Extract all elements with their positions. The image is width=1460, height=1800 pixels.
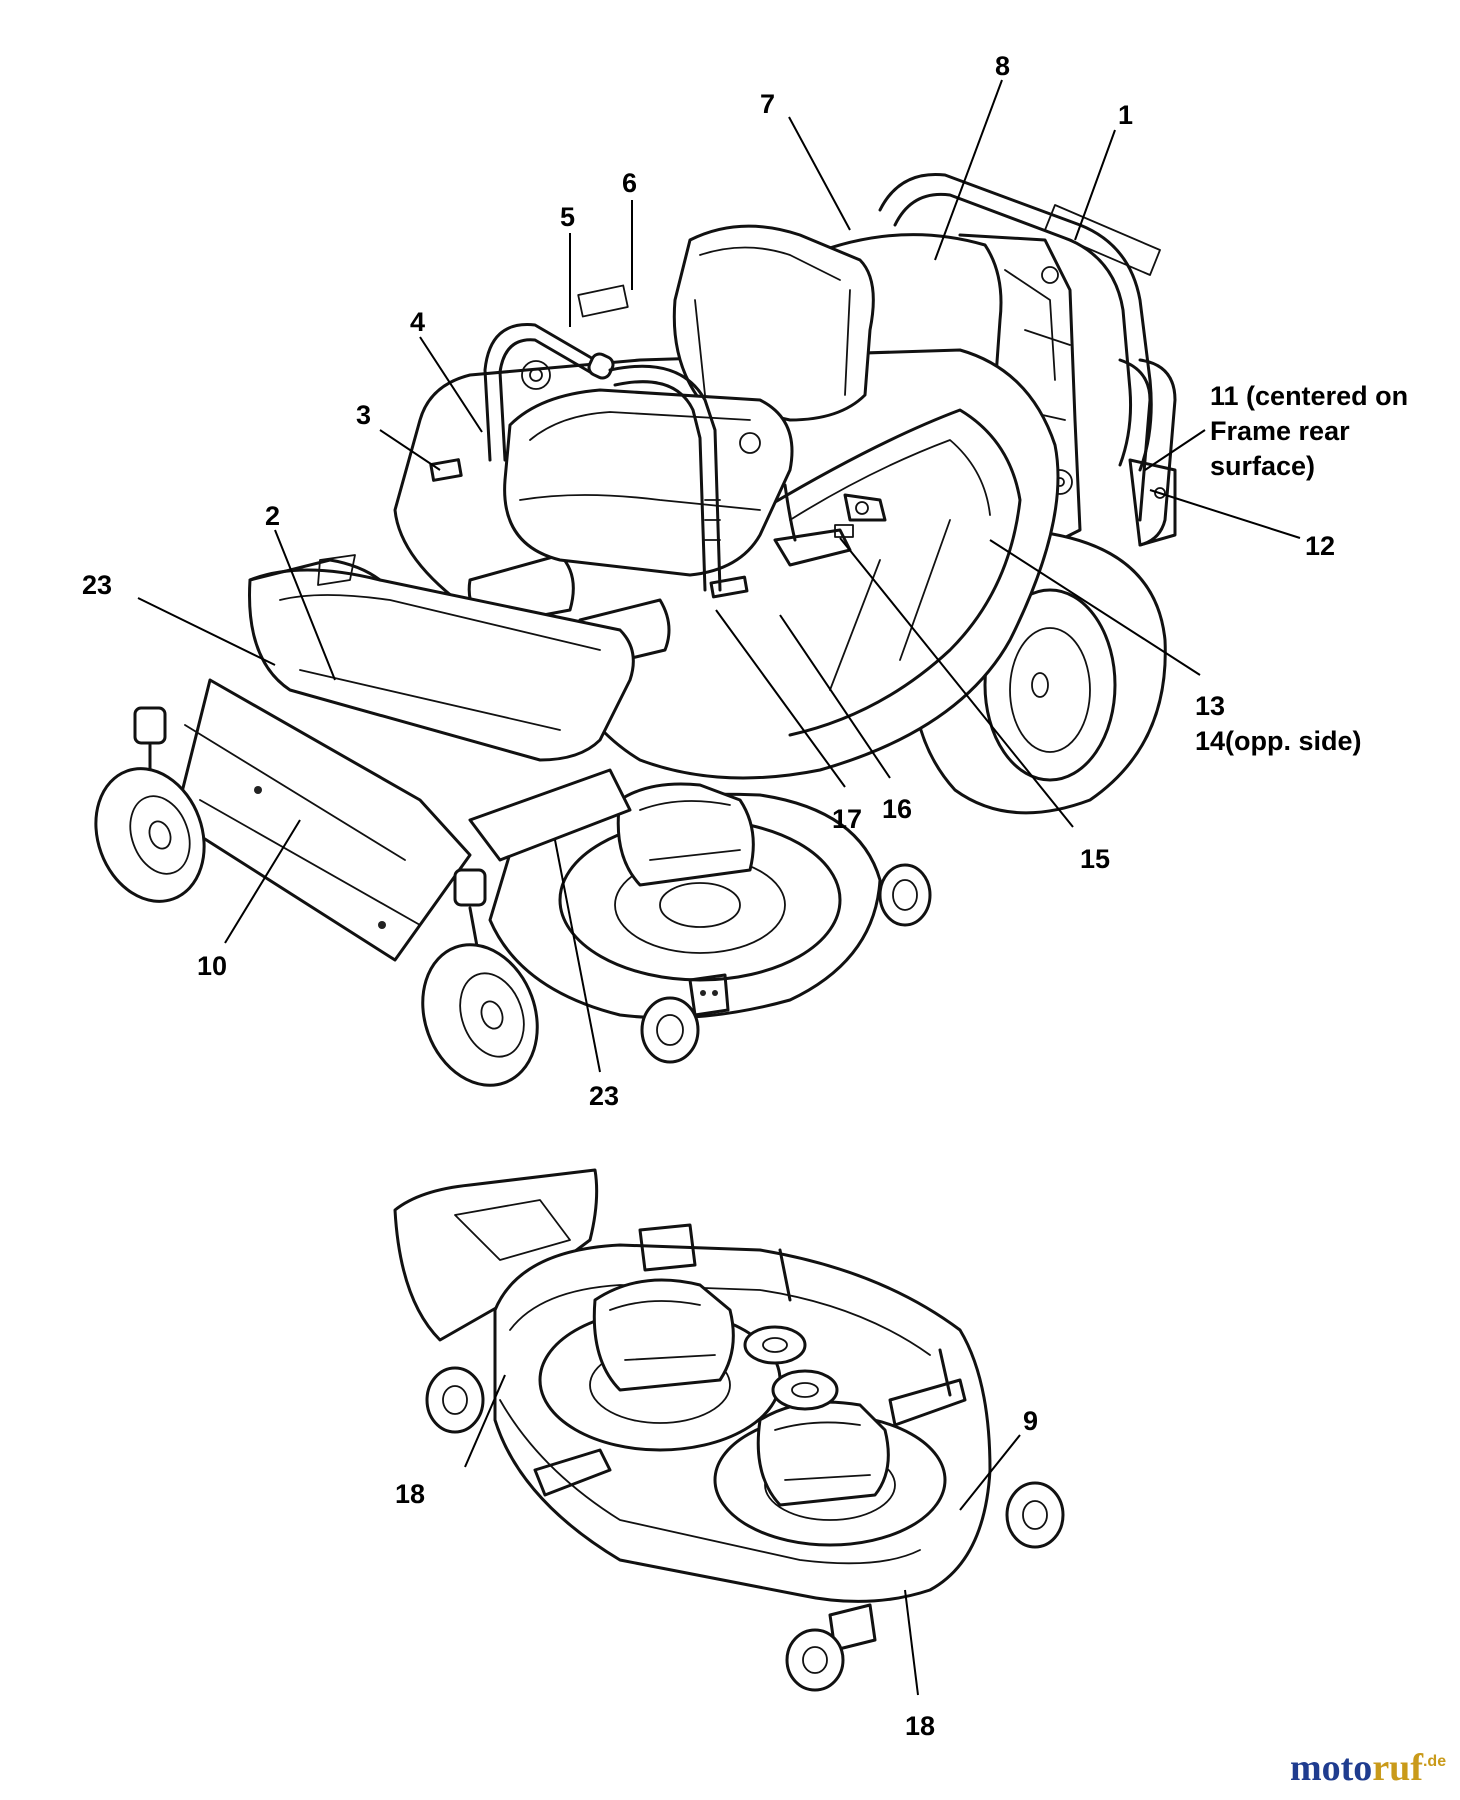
callout-8: 8	[995, 51, 1010, 81]
callout-7: 7	[760, 89, 775, 119]
gauge-wheel-right	[1005, 1481, 1065, 1549]
spindle-cover-right	[713, 1400, 947, 1547]
callout-12: 12	[1305, 531, 1335, 561]
callout-17: 17	[832, 804, 862, 834]
callout-5: 5	[560, 202, 575, 232]
front-caster-right	[421, 868, 539, 1087]
watermark-part1: moto	[1290, 1747, 1372, 1789]
watermark-suffix: .de	[1423, 1753, 1446, 1770]
watermark-logo: motoruf.de	[1290, 1747, 1446, 1789]
fender-right	[768, 408, 1022, 737]
note-11-line2: Frame rear	[1210, 416, 1350, 446]
callout-6: 6	[622, 168, 637, 198]
callout-10: 10	[197, 951, 227, 981]
armrest-left	[483, 323, 615, 462]
callout-4: 4	[410, 307, 425, 337]
armrest-right	[608, 364, 722, 592]
callout-2: 2	[265, 501, 280, 531]
callout-23-bottom: 23	[589, 1081, 619, 1111]
watermark-part2: ruf	[1372, 1747, 1424, 1789]
decal-6-slot	[577, 284, 629, 318]
callout-18-deck-front: 18	[905, 1711, 935, 1741]
spindle-cover-left	[538, 1278, 782, 1452]
callout-23-left: 23	[82, 570, 112, 600]
deck-illustration	[393, 1168, 1065, 1692]
callout-15: 15	[1080, 844, 1110, 874]
callout-18-deck-side: 18	[395, 1479, 425, 1509]
watermark-text: motoruf.de	[1290, 1747, 1446, 1789]
callout-13: 13	[1195, 691, 1225, 721]
deck-bracket	[468, 768, 632, 862]
mower-illustration	[94, 172, 1177, 1087]
mower-deck-installed	[488, 782, 932, 1064]
callout-labels: 1 2 3 4 5 6 7 8 9 10 11 (centered on Fra…	[82, 51, 1408, 1741]
gauge-wheel-front	[785, 1628, 845, 1692]
callout-1: 1	[1118, 100, 1133, 130]
note-11-line3: surface)	[1210, 451, 1315, 481]
callout-16: 16	[882, 794, 912, 824]
leader-lines	[137, 79, 1301, 1696]
seat	[503, 224, 875, 577]
decal-3-slot	[429, 458, 463, 482]
note-14: 14(opp. side)	[1195, 726, 1362, 756]
decal-16-slot	[709, 575, 749, 599]
callout-9: 9	[1023, 1406, 1038, 1436]
front-caster-left	[94, 706, 206, 903]
rops-bar	[878, 172, 1177, 547]
note-11-line1: 11 (centered on	[1210, 381, 1408, 411]
callout-3: 3	[356, 400, 371, 430]
gauge-wheel-left	[425, 1366, 485, 1434]
idler-pulleys	[743, 1325, 839, 1411]
footrest-platform	[248, 568, 635, 762]
